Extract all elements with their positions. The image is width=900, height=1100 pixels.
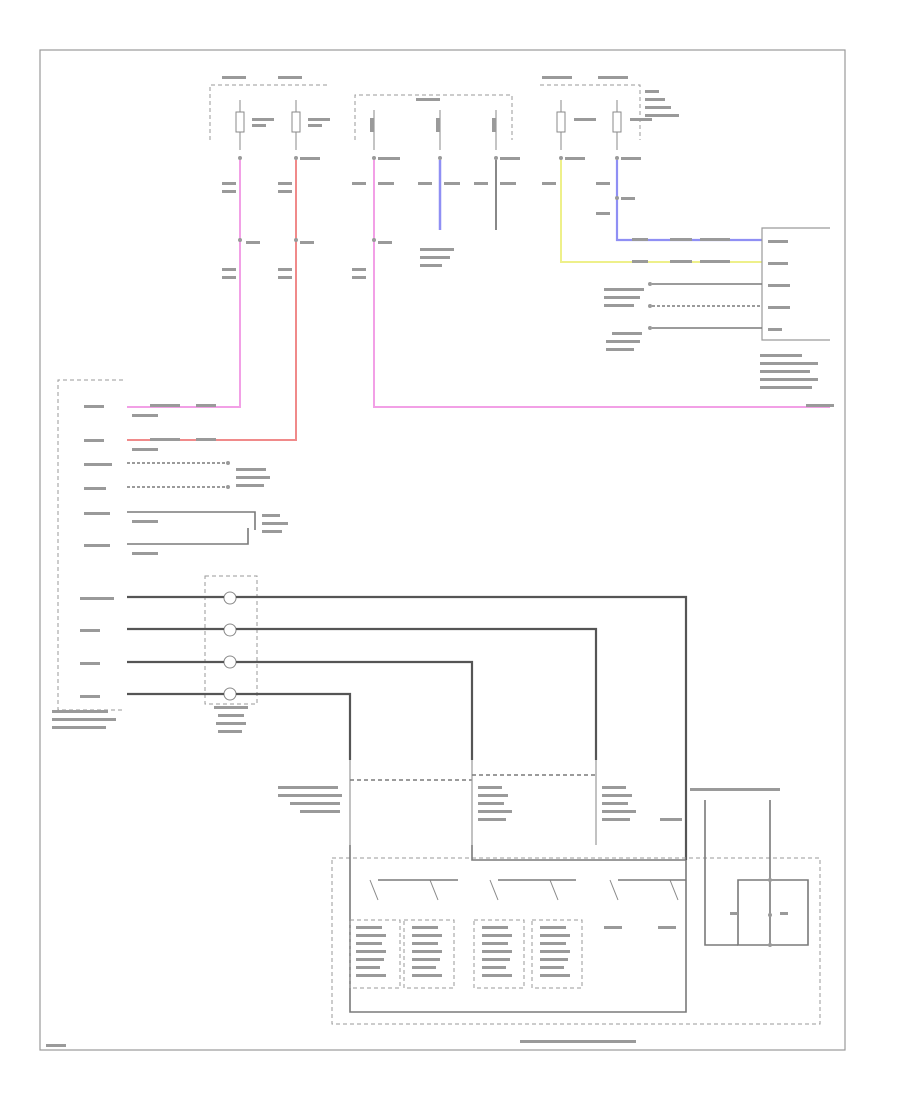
diagram-border [39,49,846,1051]
wire-to-switch-1 [127,692,352,760]
steering-wheel-switch-box [331,857,821,1025]
blue-wire [615,160,762,242]
switch-contacts [349,879,686,989]
pink-wire-2 [373,160,830,408]
wire-markers [222,196,730,279]
switch-unit-2 [471,760,596,845]
fuse-column-2 [291,100,330,150]
diagram-id [46,1044,66,1047]
switch-box-caption [520,1040,636,1043]
switch-box-bus-2 [471,845,686,861]
yellow-wire [560,160,762,263]
resistor-ladder [704,850,809,947]
connector-row-top [222,156,641,215]
wire-to-switch-far [127,595,688,860]
top-fuse-block [209,76,679,140]
red-wire [127,160,297,441]
right-module [604,227,834,407]
switch-unit-1 [278,760,472,845]
fuse-column-4 [556,100,652,150]
wire-to-switch-2 [127,660,474,760]
pink-wire-1 [127,160,241,408]
fuse-column-3 [370,110,497,150]
clockspring-connector [204,575,258,733]
steering-harness-connector [660,788,780,850]
fuse-column-1 [235,100,274,150]
wire-to-switch-3 [127,627,598,760]
switch-unit-3 [595,760,636,845]
left-module-connectors [52,404,288,729]
